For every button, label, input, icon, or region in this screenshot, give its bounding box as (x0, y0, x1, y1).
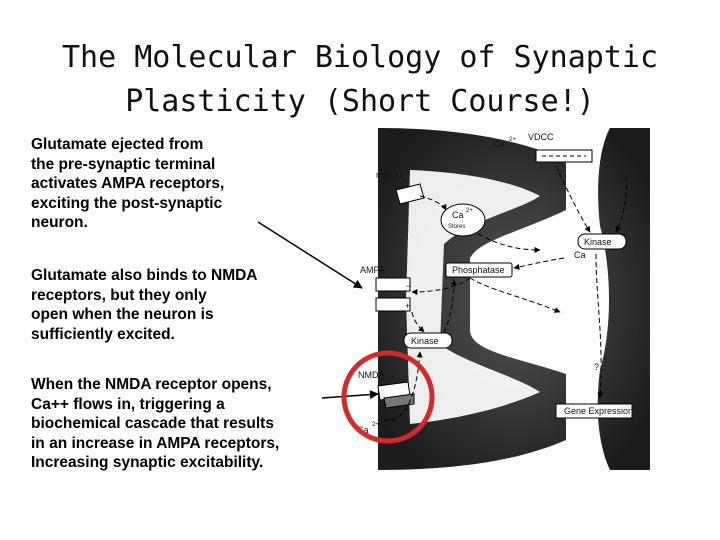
vdcc-label: VDCC (528, 132, 554, 142)
paragraph-line: exciting the post-synaptic (31, 194, 223, 212)
ca-stores-oval (440, 203, 486, 237)
ampa-receptor-plus (375, 297, 411, 312)
paragraph-line: neuron. (31, 214, 88, 231)
paragraph-line: the pre-synaptic terminal (31, 155, 216, 173)
paragraph-line: activates AMPA receptors, (31, 175, 225, 192)
paragraph-line: sufficiently excited. (31, 325, 175, 343)
ampa-label: AMPA (360, 265, 385, 275)
plus-sign: + (405, 301, 410, 311)
kinase-mid-label: Kinase (411, 336, 439, 346)
nmda-highlight-circle (341, 350, 435, 444)
paragraph-line: Glutamate also binds to NMDA (31, 267, 258, 284)
gene-expression-box (555, 403, 633, 419)
signaling-arrows (383, 165, 627, 422)
paragraph-line: Glutamate ejected from (31, 136, 204, 153)
ca-bottom-superscript: 2+ (372, 422, 379, 428)
kinase-top-label: Kinase (584, 237, 612, 247)
mglu-label: mGLU (376, 170, 402, 180)
title-line-2: Plasticity (Short Course!) (125, 84, 595, 119)
title-line-1: The Molecular Biology of Synaptic (61, 40, 659, 75)
paragraph-line: open when the neuron is (31, 306, 214, 323)
paragraph-line: receptors, but they only (31, 286, 207, 304)
phosphatase-label: Phosphatase (452, 265, 505, 275)
ampa-receptor-minus (375, 277, 411, 292)
slide-title: The Molecular Biology of Synaptic Plasti… (40, 36, 680, 124)
paragraph-line: in an increase in AMPA receptors, (31, 434, 280, 452)
phosphatase-box (445, 262, 513, 278)
paragraph-line: Ca++ flows in, triggering a (31, 395, 225, 413)
ca-top-superscript: 2+ (509, 137, 516, 143)
ca-stores-superscript: 2+ (466, 208, 473, 214)
kinase-top-box (577, 233, 627, 250)
pointer-arrow-ampa (257, 221, 363, 289)
gene-expression-label: Gene Expression (564, 406, 633, 416)
stores-label: Stores (448, 224, 465, 230)
paragraph-line: When the NMDA receptor opens, (31, 376, 272, 393)
mglu-receptor-icon (395, 183, 425, 205)
paragraph-ampa-activation: Glutamate ejected from the pre-synaptic … (31, 135, 271, 233)
nmda-label: NMDA (358, 370, 385, 380)
ca-mid-label: Ca (574, 250, 586, 260)
pointer-arrow-nmda (321, 390, 379, 400)
minus-sign: − (406, 281, 411, 291)
paragraph-calcium-cascade: When the NMDA receptor opens, Ca++ flows… (31, 375, 351, 473)
postsynaptic-cytoplasm (406, 170, 540, 424)
paragraph-nmda-binding: Glutamate also binds to NMDA receptors, … (31, 266, 311, 344)
question-mark: ? (594, 362, 599, 372)
kinase-mid-box (403, 332, 453, 349)
paragraph-line: biochemical cascade that results (31, 415, 274, 432)
paragraph-line: Increasing synaptic excitability. (31, 454, 264, 471)
nmda-receptor-icon-lower (383, 393, 415, 409)
ca-top-label: Ca (493, 139, 505, 149)
ca-stores-label: Ca (452, 210, 464, 220)
